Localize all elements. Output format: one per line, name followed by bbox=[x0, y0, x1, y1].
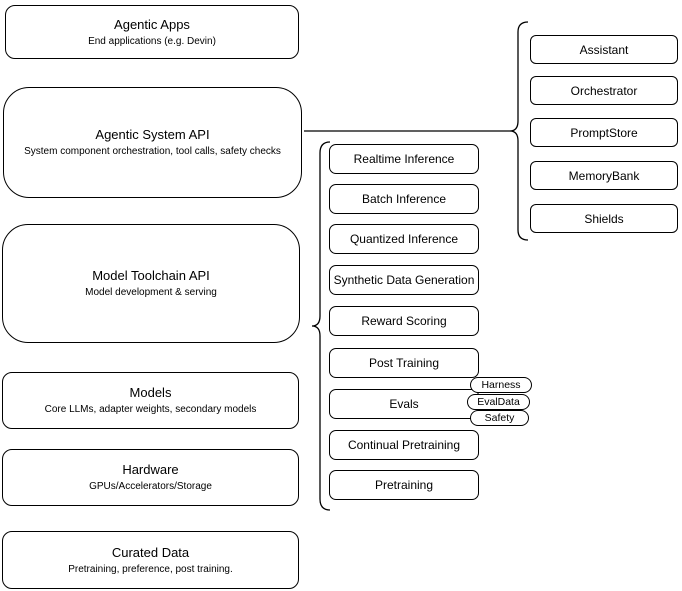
post-training-box: Post Training bbox=[329, 348, 479, 378]
harness-tag: Harness bbox=[470, 377, 532, 393]
model-toolchain-api-box: Model Toolchain API Model development & … bbox=[2, 224, 300, 343]
tag-label: Safety bbox=[484, 412, 515, 424]
system-components-brace bbox=[509, 21, 529, 241]
tag-label: Harness bbox=[481, 379, 521, 391]
box-label: Batch Inference bbox=[361, 192, 447, 206]
box-title: Curated Data bbox=[111, 544, 190, 560]
box-subtitle: Core LLMs, adapter weights, secondary mo… bbox=[44, 404, 257, 415]
realtime-inference-box: Realtime Inference bbox=[329, 144, 479, 174]
safety-tag: Safety bbox=[470, 410, 529, 426]
agentic-system-api-box: Agentic System API System component orch… bbox=[3, 87, 302, 198]
box-label: PromptStore bbox=[570, 125, 638, 140]
box-label: Evals bbox=[389, 397, 419, 411]
memorybank-box: MemoryBank bbox=[530, 161, 678, 190]
box-label: Continual Pretraining bbox=[347, 438, 461, 452]
box-label: Post Training bbox=[368, 356, 440, 370]
shields-box: Shields bbox=[530, 204, 678, 233]
box-subtitle: Model development & serving bbox=[85, 287, 217, 298]
evaldata-tag: EvalData bbox=[467, 394, 530, 410]
box-label: Quantized Inference bbox=[349, 232, 459, 246]
box-title: Models bbox=[129, 385, 172, 400]
promptstore-box: PromptStore bbox=[530, 118, 678, 147]
continual-pretraining-box: Continual Pretraining bbox=[329, 430, 479, 460]
batch-inference-box: Batch Inference bbox=[329, 184, 479, 214]
orchestrator-box: Orchestrator bbox=[530, 76, 678, 105]
evals-box: Evals bbox=[329, 389, 479, 419]
pretraining-box: Pretraining bbox=[329, 470, 479, 500]
box-title: Agentic System API bbox=[95, 127, 210, 142]
box-label: Assistant bbox=[579, 42, 629, 57]
reward-scoring-box: Reward Scoring bbox=[329, 306, 479, 336]
box-label: Reward Scoring bbox=[361, 314, 447, 328]
box-label: Pretraining bbox=[374, 478, 434, 492]
hardware-box: Hardware GPUs/Accelerators/Storage bbox=[2, 449, 299, 506]
box-title: Hardware bbox=[122, 462, 179, 477]
box-label: Shields bbox=[584, 211, 624, 226]
curated-data-box: Curated Data Pretraining, preference, po… bbox=[2, 531, 299, 589]
box-title: Agentic Apps bbox=[114, 16, 190, 32]
box-subtitle: End applications (e.g. Devin) bbox=[88, 35, 216, 47]
box-title: Model Toolchain API bbox=[92, 268, 210, 283]
tag-label: EvalData bbox=[477, 396, 520, 408]
toolchain-brace bbox=[311, 141, 331, 511]
box-label: Orchestrator bbox=[570, 83, 638, 98]
quantized-inference-box: Quantized Inference bbox=[329, 224, 479, 254]
assistant-box: Assistant bbox=[530, 35, 678, 64]
box-label: Synthetic Data Generation bbox=[333, 273, 475, 287]
synthetic-data-generation-box: Synthetic Data Generation bbox=[329, 265, 479, 295]
box-subtitle: GPUs/Accelerators/Storage bbox=[89, 481, 212, 492]
box-subtitle: Pretraining, preference, post training. bbox=[68, 563, 233, 575]
models-box: Models Core LLMs, adapter weights, secon… bbox=[2, 372, 299, 429]
box-label: Realtime Inference bbox=[353, 152, 455, 166]
box-subtitle: System component orchestration, tool cal… bbox=[24, 146, 281, 157]
agentic-apps-box: Agentic Apps End applications (e.g. Devi… bbox=[5, 5, 299, 59]
box-label: MemoryBank bbox=[568, 168, 640, 183]
